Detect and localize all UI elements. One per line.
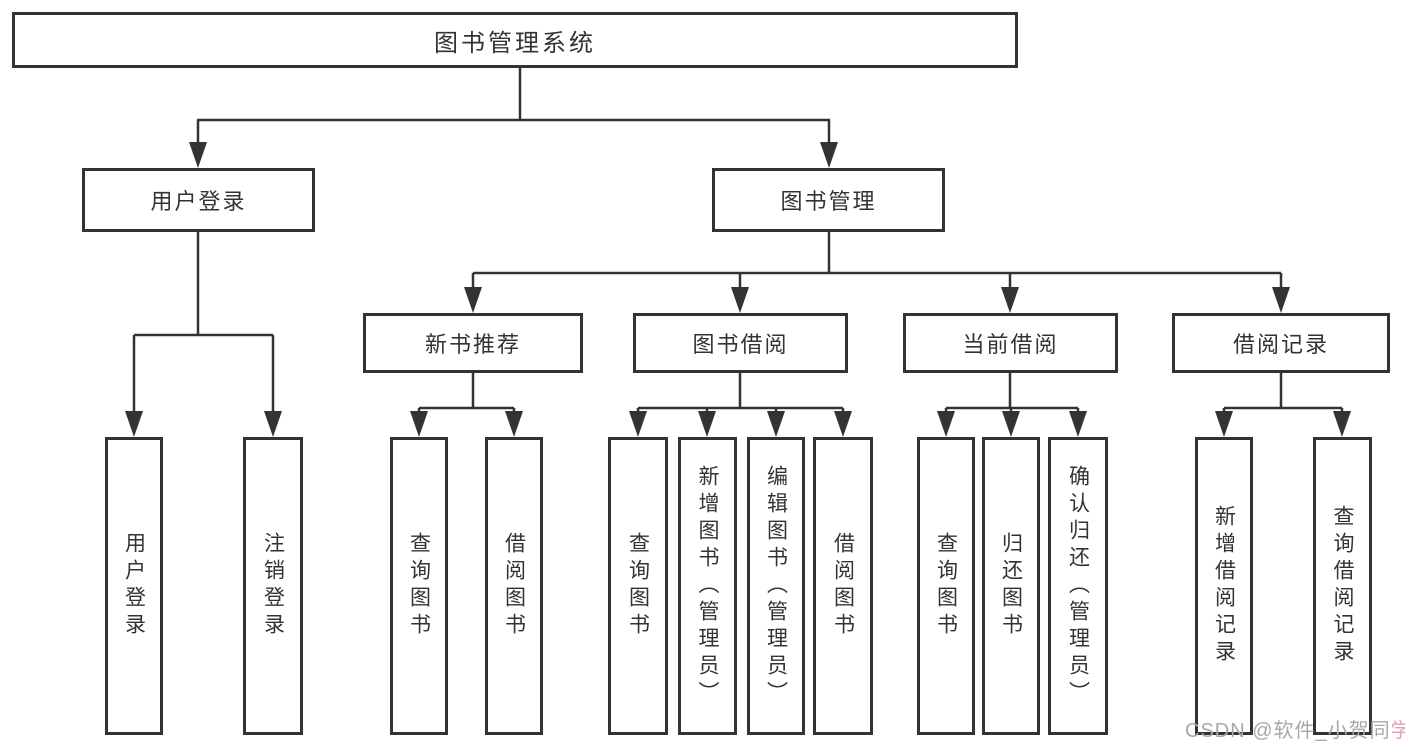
leaf-borrow-books-recommend-label: 借阅图书 bbox=[502, 532, 526, 640]
arrowhead-down-icon bbox=[1001, 287, 1019, 313]
node-new-book-recommendation-label: 新书推荐 bbox=[424, 332, 521, 357]
node-borrowing-records: 借阅记录 bbox=[1172, 313, 1390, 373]
arrowhead-down-icon bbox=[629, 411, 647, 437]
arrowhead-down-icon bbox=[464, 287, 482, 313]
node-library-system-label: 图书管理系统 bbox=[434, 29, 596, 57]
arrowhead-down-icon bbox=[1069, 411, 1087, 437]
leaf-logout: 注销登录 bbox=[243, 437, 303, 735]
arrowhead-down-icon bbox=[937, 411, 955, 437]
arrowhead-down-icon bbox=[410, 411, 428, 437]
arrowhead-down-icon bbox=[189, 142, 207, 168]
leaf-add-borrow-record-label: 新增借阅记录 bbox=[1212, 505, 1236, 667]
node-current-borrowing-label: 当前借阅 bbox=[962, 332, 1059, 357]
arrowhead-down-icon bbox=[767, 411, 785, 437]
arrowhead-down-icon bbox=[820, 142, 838, 168]
node-borrowing-records-label: 借阅记录 bbox=[1232, 332, 1329, 357]
node-book-borrowing: 图书借阅 bbox=[633, 313, 848, 373]
leaf-add-books-admin-label: 新增图书（管理员） bbox=[696, 464, 719, 708]
node-current-borrowing: 当前借阅 bbox=[903, 313, 1118, 373]
leaf-query-books-current-label: 查询图书 bbox=[934, 532, 958, 640]
arrowhead-down-icon bbox=[505, 411, 523, 437]
leaf-confirm-return-admin: 确认归还（管理员） bbox=[1048, 437, 1108, 735]
node-book-management: 图书管理 bbox=[712, 168, 945, 232]
csdn-watermark-tail: 学 bbox=[1390, 720, 1405, 742]
node-library-system: 图书管理系统 bbox=[12, 12, 1018, 68]
leaf-query-books-borrowing: 查询图书 bbox=[608, 437, 668, 735]
leaf-query-books-borrowing-label: 查询图书 bbox=[626, 532, 650, 640]
leaf-query-borrow-record-label: 查询借阅记录 bbox=[1331, 505, 1354, 667]
leaf-return-books: 归还图书 bbox=[982, 437, 1040, 735]
leaf-edit-books-admin: 编辑图书（管理员） bbox=[747, 437, 805, 735]
leaf-query-borrow-record: 查询借阅记录 bbox=[1313, 437, 1372, 735]
arrowhead-down-icon bbox=[1215, 411, 1233, 437]
leaf-edit-books-admin-label: 编辑图书（管理员） bbox=[764, 464, 788, 708]
node-user-login: 用户登录 bbox=[82, 168, 315, 232]
arrowhead-down-icon bbox=[1272, 287, 1290, 313]
node-new-book-recommendation: 新书推荐 bbox=[363, 313, 583, 373]
arrowhead-down-icon bbox=[1333, 411, 1351, 437]
leaf-query-books-current: 查询图书 bbox=[917, 437, 975, 735]
csdn-watermark: CSDN @软件_小贺同学 bbox=[1185, 714, 1405, 743]
arrowhead-down-icon bbox=[698, 411, 716, 437]
node-book-borrowing-label: 图书借阅 bbox=[692, 332, 789, 357]
csdn-watermark-text: CSDN @软件_小贺同 bbox=[1185, 720, 1391, 742]
leaf-confirm-return-admin-label: 确认归还（管理员） bbox=[1066, 464, 1090, 708]
leaf-user-login: 用户登录 bbox=[105, 437, 163, 735]
node-book-management-label: 图书管理 bbox=[780, 189, 877, 214]
arrowhead-down-icon bbox=[264, 411, 282, 437]
leaf-borrow-books: 借阅图书 bbox=[813, 437, 873, 735]
leaf-borrow-books-label: 借阅图书 bbox=[831, 532, 855, 640]
leaf-add-borrow-record: 新增借阅记录 bbox=[1195, 437, 1253, 735]
leaf-logout-label: 注销登录 bbox=[261, 532, 285, 640]
leaf-borrow-books-recommend: 借阅图书 bbox=[485, 437, 543, 735]
arrowhead-down-icon bbox=[731, 287, 749, 313]
leaf-return-books-label: 归还图书 bbox=[999, 532, 1023, 640]
leaf-user-login-label: 用户登录 bbox=[122, 532, 146, 640]
arrowhead-down-icon bbox=[834, 411, 852, 437]
leaf-query-books-recommend: 查询图书 bbox=[390, 437, 448, 735]
node-user-login-label: 用户登录 bbox=[150, 189, 247, 214]
leaf-add-books-admin: 新增图书（管理员） bbox=[678, 437, 737, 735]
arrowhead-down-icon bbox=[1002, 411, 1020, 437]
leaf-query-books-recommend-label: 查询图书 bbox=[407, 532, 431, 640]
arrowhead-down-icon bbox=[125, 411, 143, 437]
